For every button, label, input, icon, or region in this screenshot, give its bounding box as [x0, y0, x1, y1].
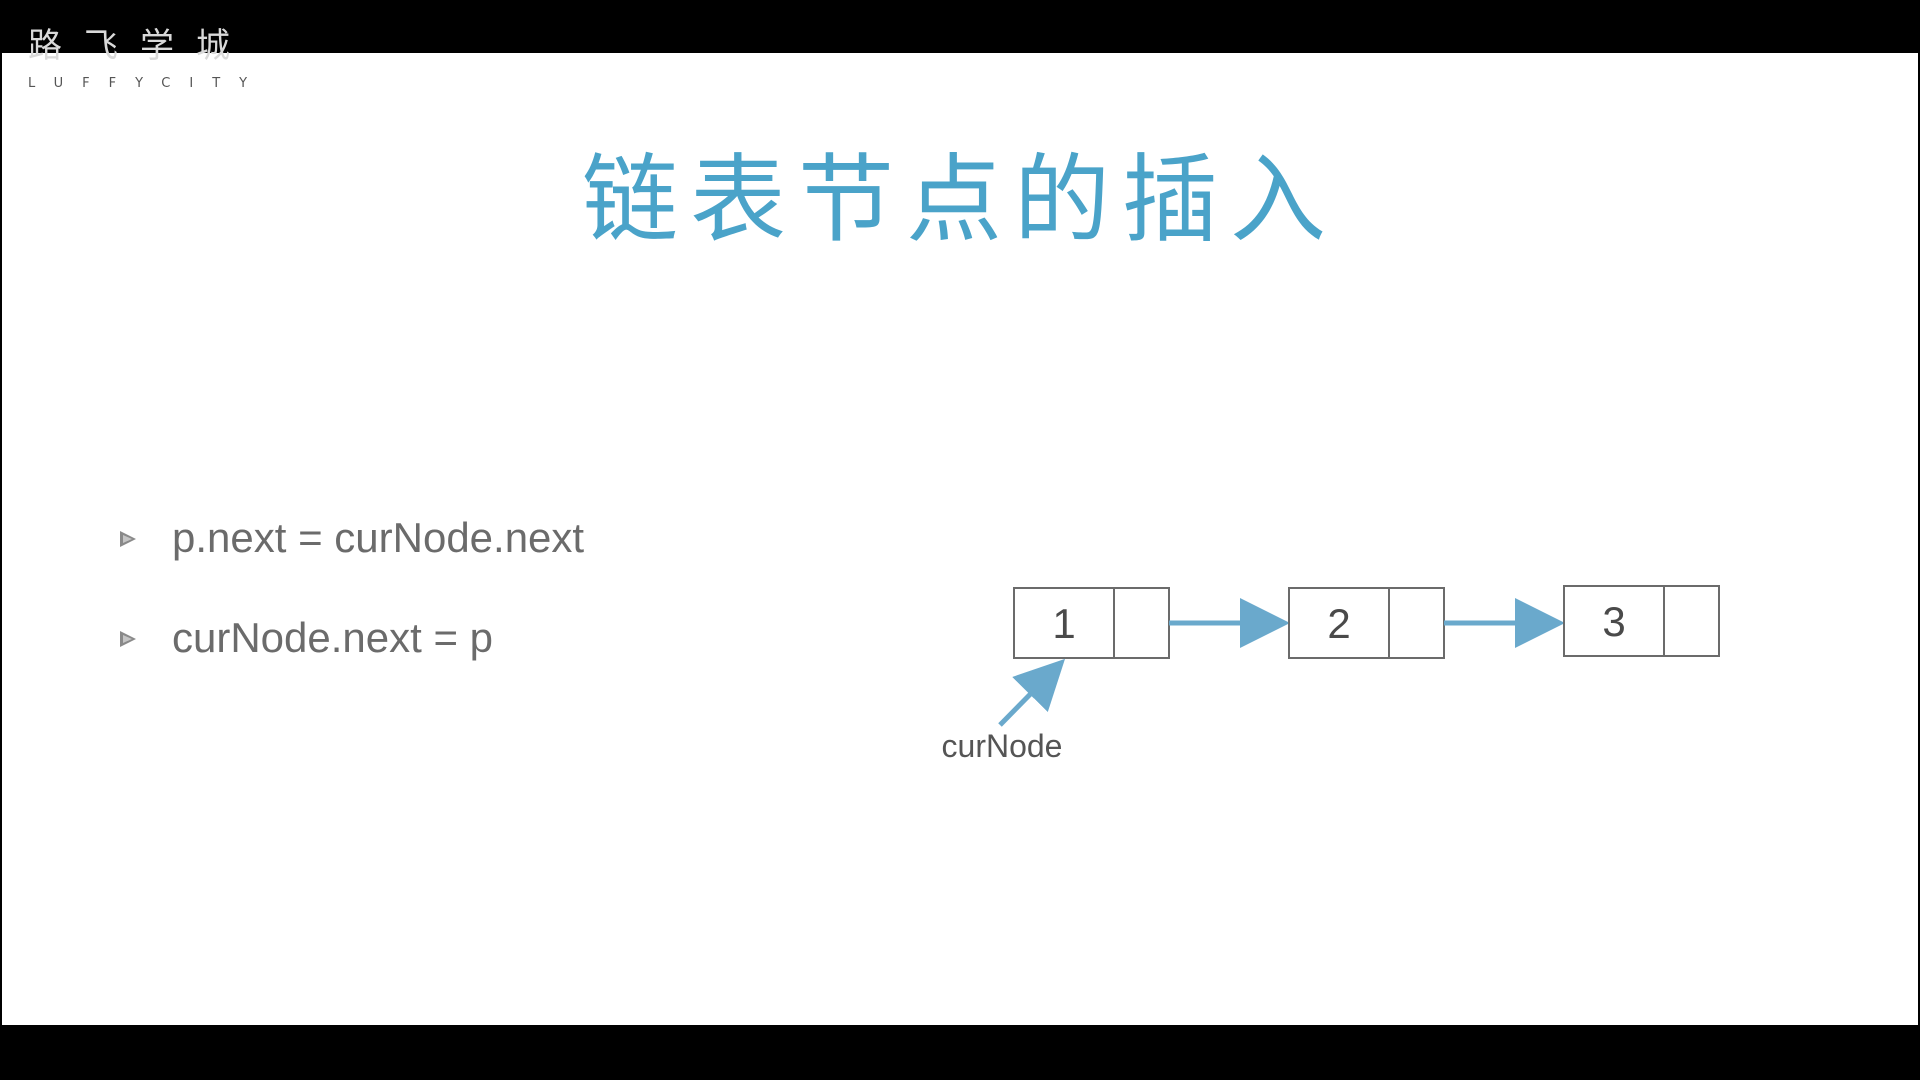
triangle-bullet-icon: [120, 531, 136, 547]
list-node-3: 3: [1563, 585, 1720, 657]
bullet-text: p.next = curNode.next: [172, 514, 585, 561]
linked-list-svg: 1 2 3 curNode: [942, 585, 1720, 764]
node-value: 2: [1327, 600, 1350, 647]
node-next-cell: [1388, 587, 1445, 659]
list-node-2: 2: [1288, 587, 1445, 659]
list-node-1: 1: [1013, 587, 1170, 659]
node-next-cell: [1663, 585, 1720, 657]
slide: [2, 53, 1918, 1025]
node-value: 1: [1052, 600, 1075, 647]
slide-title: 链表节点的插入: [582, 144, 1338, 256]
triangle-bullet-icon: [120, 631, 136, 647]
node-next-cell: [1113, 587, 1170, 659]
curnode-pointer-arrow: [998, 658, 1066, 727]
luffycity-logo: 路飞学城 LUFFYCITY: [28, 26, 248, 96]
bullet-text: curNode.next = p: [172, 614, 494, 661]
logo-chinese-text: 路飞学城: [28, 26, 252, 66]
node-value: 3: [1602, 598, 1625, 645]
logo-english-text: LUFFYCITY: [28, 76, 267, 91]
curnode-label: curNode: [942, 728, 1063, 764]
node-data-cell: [1563, 585, 1665, 657]
linked-list-diagram: 1 2 3 curNode: [900, 560, 1800, 790]
